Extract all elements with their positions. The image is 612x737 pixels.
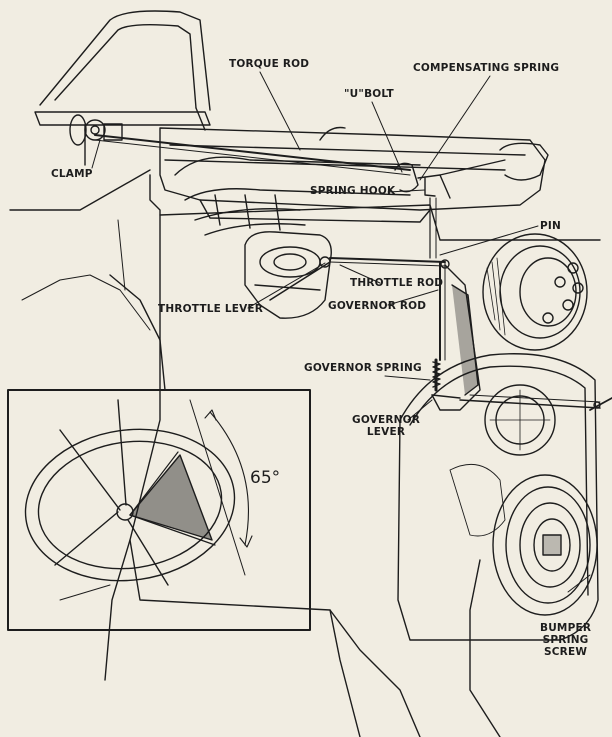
label-throttle-lever: THROTTLE LEVER	[158, 303, 264, 315]
timing-cover	[397, 353, 599, 641]
angle-label: 65°	[250, 468, 281, 488]
bumper-spring-screw	[589, 397, 612, 411]
leader-lines	[91, 71, 591, 593]
crank-pulley	[492, 474, 598, 616]
label-governor-rod: GOVERNOR ROD	[328, 300, 427, 312]
label-u-bolt: "U"BOLT	[344, 88, 394, 100]
label-throttle-rod: THROTTLE ROD	[350, 277, 444, 289]
torque-rod	[69, 114, 411, 176]
fan-pulley	[482, 233, 588, 351]
cylinder-head	[159, 126, 549, 223]
label-clamp: CLAMP	[51, 168, 93, 180]
label-pin: PIN	[540, 220, 561, 232]
spring-assembly	[394, 159, 506, 259]
carburetor	[244, 231, 332, 319]
windshield	[34, 10, 211, 166]
intake-manifold	[174, 156, 421, 236]
label-governor-spring: GOVERNOR SPRING	[304, 362, 422, 374]
label-spring-hook: SPRING HOOK	[310, 185, 396, 197]
label-governor-lever: GOVERNOR LEVER	[352, 414, 421, 438]
label-bumper-spring-screw: BUMPER SPRING SCREW	[540, 622, 592, 658]
inset-detail	[7, 389, 311, 631]
label-compensating-spring: COMPENSATING SPRING	[413, 62, 560, 74]
linkage-rods	[269, 257, 450, 361]
label-torque-rod: TORQUE ROD	[229, 58, 310, 70]
governor-lever	[431, 264, 601, 411]
